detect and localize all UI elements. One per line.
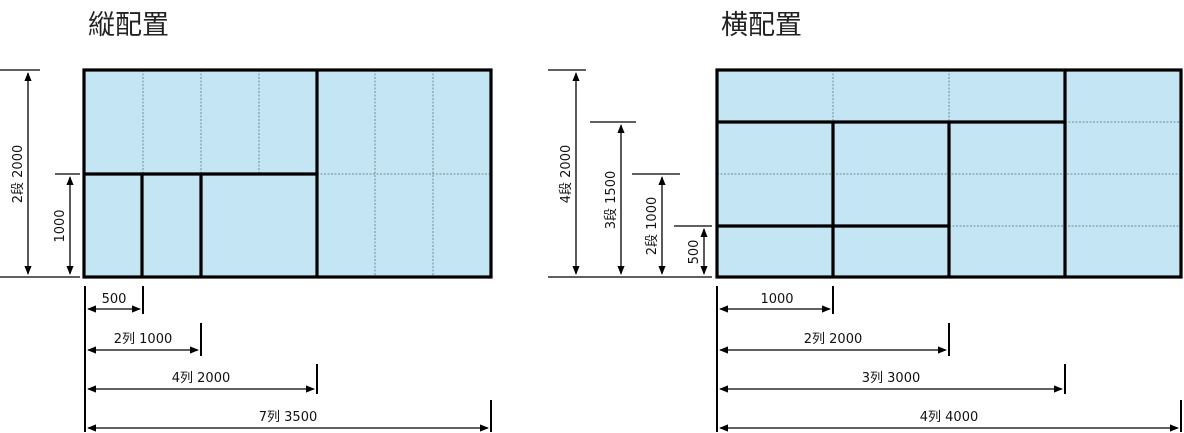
- vertical-layout-height-dimensions: 2段 2000 1000: [0, 69, 80, 278]
- width-label-h-4000: 4列 4000: [920, 410, 979, 425]
- vertical-layout-panel-grid: [82, 68, 493, 279]
- width-label-1000: 2列 1000: [114, 332, 173, 347]
- vertical-layout-title: 縦配置: [88, 10, 169, 41]
- vertical-layout-width-dimensions: 500 2列 1000 4列 2000 7列 3500: [84, 286, 492, 432]
- width-label-h-3000: 3列 3000: [862, 371, 921, 386]
- height-label-2000: 2段 2000: [11, 145, 26, 204]
- height-label-2dan-1000: 2段 1000: [645, 197, 660, 256]
- width-label-3500: 7列 3500: [259, 410, 318, 425]
- width-label-h-1000: 1000: [760, 292, 793, 307]
- horizontal-layout-panel-grid: [715, 68, 1183, 279]
- horizontal-layout-width-dimensions: 1000 2列 2000 3列 3000 4列 4000: [716, 286, 1182, 432]
- width-label-2000: 4列 2000: [172, 371, 231, 386]
- width-label-h-2000: 2列 2000: [804, 332, 863, 347]
- height-label-4dan-2000: 4段 2000: [559, 145, 574, 204]
- height-label-3dan-1500: 3段 1500: [604, 171, 619, 230]
- width-label-500: 500: [102, 292, 127, 307]
- horizontal-layout-height-dimensions: 4段 2000 3段 1500 2段 1000 500: [548, 69, 712, 278]
- height-label-500: 500: [687, 240, 702, 265]
- horizontal-layout-title: 横配置: [721, 10, 802, 41]
- height-label-1000: 1000: [53, 209, 68, 242]
